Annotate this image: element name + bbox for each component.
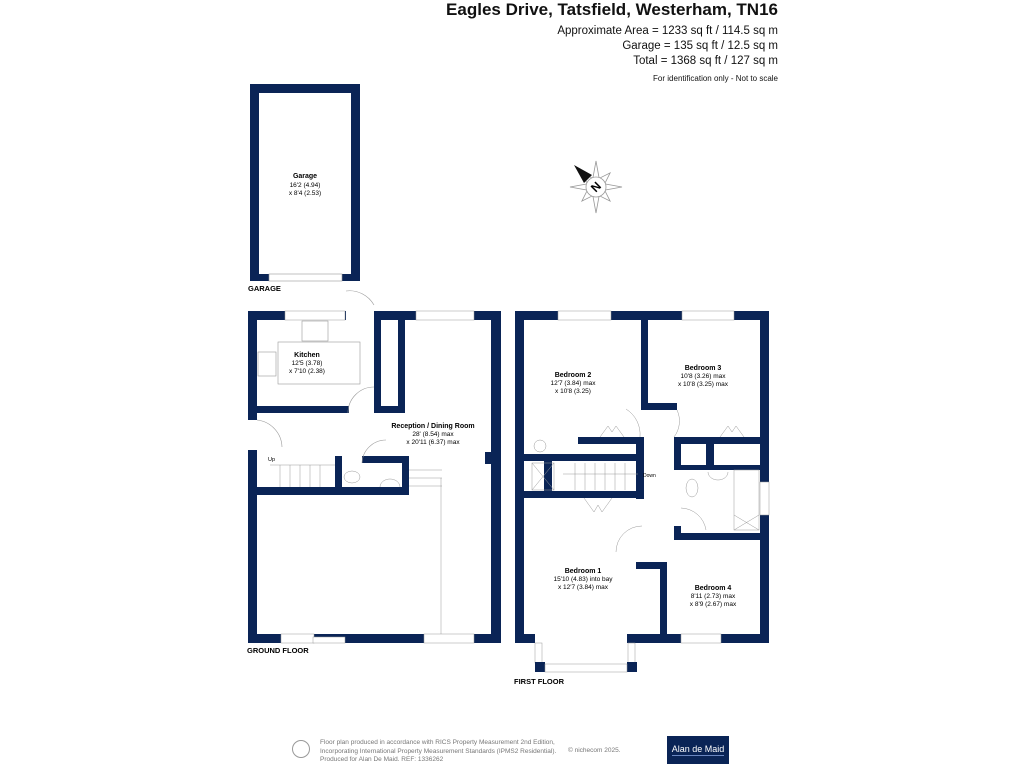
- room-dim: x 10'8 (3.25) max: [678, 381, 729, 388]
- footer-disclaimer: Floor plan produced in accordance with R…: [320, 739, 580, 765]
- room-name-bedroom-2: Bedroom 2: [555, 372, 592, 379]
- ground-floor-plan: Up Kitchen 12'5 (3.78) x 7'10 (2.38) Rec…: [247, 290, 501, 655]
- floor-label-first: FIRST FLOOR: [514, 677, 565, 686]
- stairs-down-label: Down: [643, 473, 656, 479]
- room-name-reception: Reception / Dining Room: [391, 423, 474, 430]
- room-dim: x 8'9 (2.67) max: [690, 601, 737, 608]
- stairs-up-label: Up: [268, 457, 275, 463]
- floor-label-garage: GARAGE: [248, 284, 281, 293]
- compass-icon: N: [569, 160, 623, 214]
- footer-line: Incorporating International Property Mea…: [320, 747, 557, 755]
- garage-plan: Garage 16'2 (4.94) x 8'4 (2.53) GARAGE: [248, 84, 360, 293]
- room-dim: 16'2 (4.94): [290, 182, 321, 189]
- first-floor-plan: Down Bedroom 2 12'7 (3.84) max x 10'8 (3…: [514, 310, 770, 686]
- footer-line: Produced for Alan De Maid. REF: 1336262: [320, 756, 444, 763]
- footer-line: Floor plan produced in accordance with R…: [320, 739, 555, 746]
- floor-label-ground: GROUND FLOOR: [247, 646, 309, 655]
- property-title: Eagles Drive, Tatsfield, Westerham, TN16: [446, 0, 778, 19]
- room-name-bedroom-4: Bedroom 4: [695, 585, 732, 592]
- room-name-kitchen: Kitchen: [294, 352, 320, 359]
- room-name-bedroom-3: Bedroom 3: [685, 365, 722, 372]
- logo-text: Alan de Maid: [671, 744, 725, 756]
- total-area: Total = 1368 sq ft / 127 sq m: [633, 55, 778, 67]
- garage-area: Garage = 135 sq ft / 12.5 sq m: [622, 40, 778, 52]
- room-name-garage: Garage: [293, 173, 317, 180]
- copyright: © nichecom 2025.: [568, 747, 621, 754]
- agent-logo: Alan de Maid: [667, 736, 729, 764]
- room-dim: 12'5 (3.78): [292, 360, 323, 367]
- room-dim: 10'8 (3.26) max: [681, 373, 727, 380]
- scale-note: For identification only - Not to scale: [653, 74, 778, 83]
- room-dim: x 7'10 (2.38): [289, 368, 325, 375]
- person-info-icon: [292, 740, 310, 758]
- room-dim: x 10'8 (3.25): [555, 388, 591, 395]
- room-name-bedroom-1: Bedroom 1: [565, 568, 602, 575]
- approx-area: Approximate Area = 1233 sq ft / 114.5 sq…: [557, 25, 778, 37]
- room-dim: 12'7 (3.84) max: [551, 380, 597, 387]
- area-summary: Approximate Area = 1233 sq ft / 114.5 sq…: [557, 24, 778, 86]
- room-dim: x 20'11 (6.37) max: [406, 439, 460, 446]
- room-dim: 15'10 (4.83) into bay: [553, 576, 613, 583]
- room-dim: x 12'7 (3.84) max: [558, 584, 609, 591]
- room-dim: 8'11 (2.73) max: [691, 593, 736, 600]
- room-dim: x 8'4 (2.53): [289, 190, 321, 197]
- room-dim: 28' (8.54) max: [412, 431, 454, 438]
